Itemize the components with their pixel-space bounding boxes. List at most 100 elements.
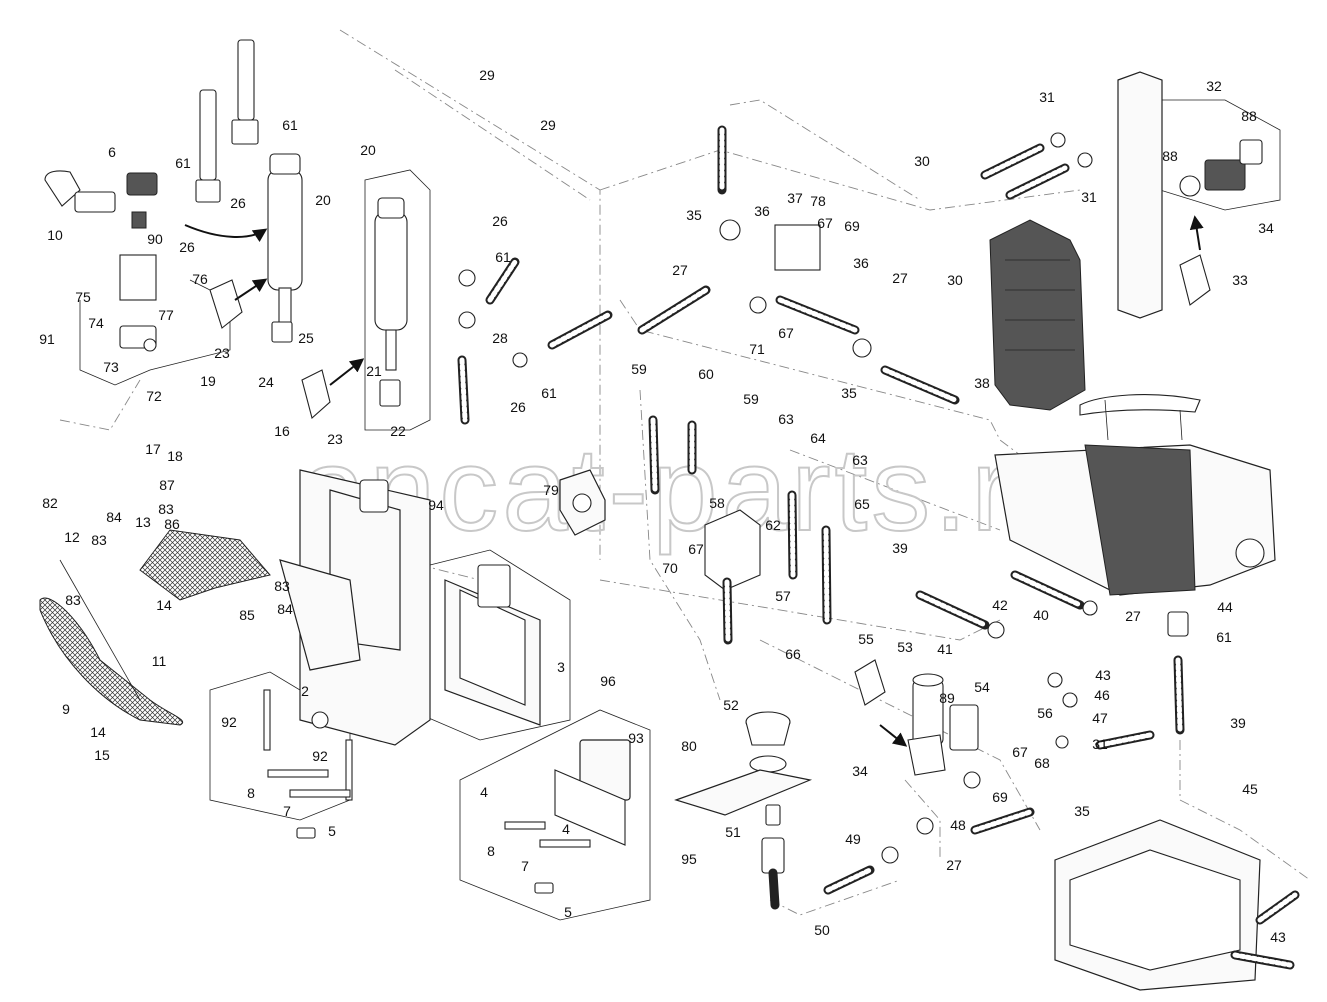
callout-c5a: 5 bbox=[328, 823, 336, 839]
callout-c44: 44 bbox=[1217, 599, 1233, 615]
callout-c39a: 39 bbox=[892, 540, 908, 556]
callout-c23b: 23 bbox=[327, 431, 343, 447]
callout-c35c: 35 bbox=[1074, 803, 1090, 819]
callout-c53: 53 bbox=[897, 639, 913, 655]
callout-c75: 75 bbox=[75, 289, 91, 305]
callout-c65: 65 bbox=[854, 496, 870, 512]
callout-c26c: 26 bbox=[492, 213, 508, 229]
callout-c61c: 61 bbox=[495, 249, 511, 265]
callout-c69: 69 bbox=[844, 218, 860, 234]
solenoid-valve-left bbox=[44, 170, 158, 352]
callout-c6: 6 bbox=[108, 144, 116, 160]
callout-c25: 25 bbox=[298, 330, 314, 346]
callout-c67a: 67 bbox=[817, 215, 833, 231]
callout-c39b: 39 bbox=[1230, 715, 1246, 731]
callout-c41: 41 bbox=[937, 641, 953, 657]
callout-c43a: 43 bbox=[1095, 667, 1111, 683]
callout-c63b: 63 bbox=[852, 452, 868, 468]
callout-c7b: 7 bbox=[521, 858, 529, 874]
callout-c49: 49 bbox=[845, 831, 861, 847]
fitting-cluster-right bbox=[823, 570, 1189, 895]
callout-c72: 72 bbox=[146, 388, 162, 404]
callout-c35b: 35 bbox=[841, 385, 857, 401]
callout-c26d: 26 bbox=[510, 399, 526, 415]
flow-arrow-2 bbox=[234, 278, 268, 301]
callout-c64: 64 bbox=[810, 430, 826, 446]
callout-c68: 68 bbox=[1034, 755, 1050, 771]
callout-c92a: 92 bbox=[221, 714, 237, 730]
hoses-top-right bbox=[980, 132, 1093, 200]
callout-c22: 22 bbox=[390, 423, 406, 439]
callout-c83b: 83 bbox=[91, 532, 107, 548]
callout-c7a: 7 bbox=[283, 803, 291, 819]
valve-bank-38 bbox=[989, 219, 1086, 411]
callout-c59b: 59 bbox=[743, 391, 759, 407]
callout-c82: 82 bbox=[42, 495, 58, 511]
callout-c27c: 27 bbox=[946, 857, 962, 873]
callout-c16: 16 bbox=[274, 423, 290, 439]
callout-c31b: 31 bbox=[1081, 189, 1097, 205]
callout-c48: 48 bbox=[950, 817, 966, 833]
callout-c69b: 69 bbox=[992, 789, 1008, 805]
callout-c55: 55 bbox=[858, 631, 874, 647]
callout-c20a: 20 bbox=[360, 142, 376, 158]
callout-c95: 95 bbox=[681, 851, 697, 867]
floor-mesh-85 bbox=[139, 529, 271, 601]
floor-mesh-9 bbox=[39, 597, 183, 726]
callout-c74: 74 bbox=[88, 315, 104, 331]
callout-c32: 32 bbox=[1206, 78, 1222, 94]
callout-c66: 66 bbox=[785, 646, 801, 662]
callout-c61d: 61 bbox=[541, 385, 557, 401]
callout-c46: 46 bbox=[1094, 687, 1110, 703]
center-valve-block bbox=[637, 125, 960, 405]
callout-c67d: 67 bbox=[1012, 744, 1028, 760]
callout-c83d: 83 bbox=[65, 592, 81, 608]
callout-c83c: 83 bbox=[274, 578, 290, 594]
frame-45 bbox=[1054, 819, 1300, 991]
machine-assembly bbox=[994, 394, 1276, 596]
callout-c54: 54 bbox=[974, 679, 990, 695]
manifold-block-57 bbox=[648, 415, 832, 645]
callout-c52: 52 bbox=[723, 697, 739, 713]
callout-c87: 87 bbox=[159, 477, 175, 493]
callout-c38: 38 bbox=[974, 375, 990, 391]
callout-c14a: 14 bbox=[156, 597, 172, 613]
callout-c4b: 4 bbox=[562, 821, 570, 837]
callout-c96: 96 bbox=[600, 673, 616, 689]
hydraulic-cylinder-20-left bbox=[195, 39, 303, 343]
callout-c70: 70 bbox=[662, 560, 678, 576]
callout-c13: 13 bbox=[135, 514, 151, 530]
callout-c92b: 92 bbox=[312, 748, 328, 764]
callout-c73: 73 bbox=[103, 359, 119, 375]
callout-c85: 85 bbox=[239, 607, 255, 623]
callout-c90: 90 bbox=[147, 231, 163, 247]
door-plate-3 bbox=[444, 564, 541, 726]
callout-c42: 42 bbox=[992, 597, 1008, 613]
callout-c43b: 43 bbox=[1270, 929, 1286, 945]
callout-c8b: 8 bbox=[487, 843, 495, 859]
filter-53 bbox=[854, 659, 946, 776]
callout-c10: 10 bbox=[47, 227, 63, 243]
callout-c62: 62 bbox=[765, 517, 781, 533]
callout-c29a: 29 bbox=[479, 67, 495, 83]
callout-c5b: 5 bbox=[564, 904, 572, 920]
callout-c60: 60 bbox=[698, 366, 714, 382]
callout-c63a: 63 bbox=[778, 411, 794, 427]
callout-c20b: 20 bbox=[315, 192, 331, 208]
callout-c51: 51 bbox=[725, 824, 741, 840]
main-frame-plate bbox=[279, 469, 431, 746]
callout-c4a: 4 bbox=[480, 784, 488, 800]
flow-arrow-1 bbox=[184, 224, 268, 243]
callout-c33: 33 bbox=[1232, 272, 1248, 288]
callout-c12: 12 bbox=[64, 529, 80, 545]
linkage-rod-12 bbox=[59, 559, 141, 701]
callout-c84b: 84 bbox=[277, 601, 293, 617]
callout-c86: 86 bbox=[164, 516, 180, 532]
callout-c31a: 31 bbox=[1039, 89, 1055, 105]
callout-c35a: 35 bbox=[686, 207, 702, 223]
callout-c15: 15 bbox=[94, 747, 110, 763]
cover-plate-79 bbox=[559, 469, 606, 536]
callout-c9: 9 bbox=[62, 701, 70, 717]
callout-c30a: 30 bbox=[914, 153, 930, 169]
